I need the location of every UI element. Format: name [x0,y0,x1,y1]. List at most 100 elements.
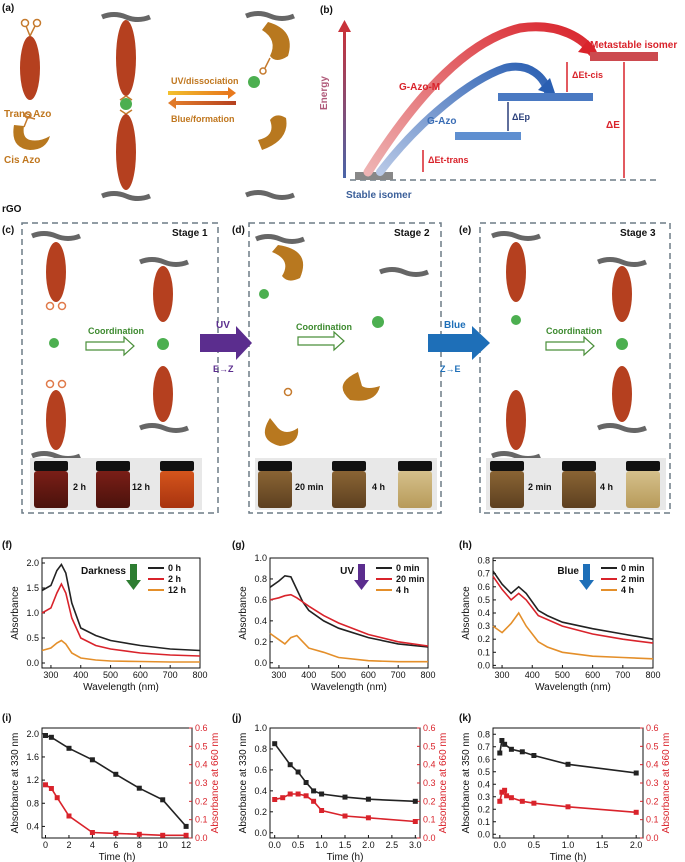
rgo-label: rGO [2,204,22,215]
stage3-coordination-label: Coordination [546,326,602,336]
y2-tick-label-j-3: 0.3 [423,778,436,788]
data-point-k-1-5 [519,798,525,804]
data-point-k-0-7 [633,770,639,776]
de-cis-label: ΔEt-cis [572,70,603,80]
data-point-j-1-4 [303,793,309,799]
y-tick-label-g-1: 0.2 [254,637,267,647]
stage3-vials [486,458,666,510]
y2-tick-label-k-4: 0.4 [646,760,659,770]
y2-tick-label-i-3: 0.3 [195,778,208,788]
stage1-time-1: 2 h [73,482,86,492]
y-axis-label-k: Absorbance at 350 nm [461,733,472,834]
y-tick-label-j-2: 0.4 [254,786,267,796]
y-tick-label-h-4: 0.4 [477,608,490,618]
legend-title-f: Darkness [81,566,126,577]
legend-label-h-2: 4 h [621,585,634,595]
y2-axis-label-k: Absorbance at 660 nm [661,733,672,834]
data-point-j-1-1 [280,795,286,801]
data-point-k-1-8 [633,809,639,815]
stage1-vials [30,458,202,510]
panel-label-f: (f) [2,540,12,551]
data-point-i-1-8 [183,832,189,838]
x-axis-label-h: Wavelength (nm) [535,682,611,693]
y-tick-label-g-5: 1.0 [254,553,267,563]
data-point-i-1-6 [136,831,142,837]
legend-title-g: UV [340,566,354,577]
y-axis-label-j: Absorbance at 330 nm [238,733,249,834]
x-tick-label-j-5: 2.5 [386,840,399,850]
panel-label-i: (i) [2,713,11,724]
red-reaction-path [363,22,597,177]
series-line-f-0 [41,563,201,652]
data-point-k-1-7 [565,804,571,810]
y2-axis-label-j: Absorbance at 660 nm [438,733,449,834]
data-point-i-1-4 [89,830,95,835]
data-point-j-0-8 [412,798,418,804]
y2-tick-label-i-4: 0.4 [195,760,208,770]
x-tick-label-f-4: 700 [163,670,178,680]
y-tick-label-i-2: 1.2 [26,775,39,785]
x-tick-label-i-5: 10 [158,840,168,850]
series-line-k-0 [499,738,637,774]
y-tick-label-i-1: 0.8 [26,798,39,808]
series-line-i-1 [45,784,187,837]
x-tick-label-f-2: 500 [103,670,118,680]
stage1-coordination-label: Coordination [88,326,144,336]
y-tick-label-j-1: 0.2 [254,807,267,817]
uv-dissociation-arrow [168,87,236,99]
y-tick-label-i-0: 0.4 [26,821,39,831]
trans-azo-molecule [20,18,42,100]
x-axis-label-j: Time (h) [327,852,364,862]
y-tick-label-j-0: 0.0 [254,828,267,838]
x-tick-label-g-0: 300 [271,670,286,680]
x-tick-label-g-4: 700 [391,670,406,680]
stage2-time-1: 20 min [295,482,324,492]
y-tick-label-h-1: 0.1 [477,647,490,657]
x-tick-label-h-0: 300 [495,670,510,680]
stage2-box [248,222,442,514]
x-tick-label-i-2: 4 [90,840,95,850]
g-azo-label: G-Azo [427,116,456,127]
x-tick-label-h-4: 700 [615,670,630,680]
data-point-i-1-3 [66,813,72,819]
e-to-z-label: E→Z [213,364,234,374]
data-point-k-1-3 [504,793,510,799]
y-tick-label-f-2: 1.0 [26,608,39,618]
stage3-label: Stage 3 [620,228,656,239]
metastable-level [590,52,658,61]
stage3-time-2: 4 h [600,482,613,492]
data-point-j-0-1 [287,762,293,768]
y2-tick-label-k-1: 0.1 [646,815,659,825]
x-tick-label-k-3: 1.5 [596,840,609,850]
z-to-e-label: Z→E [440,364,461,374]
series-line-i-0 [45,734,187,827]
x-tick-label-f-5: 800 [192,670,207,680]
legend-label-g-0: 0 min [396,563,420,573]
y-tick-label-h-0: 0.0 [477,660,490,670]
x-tick-label-j-2: 1.0 [315,840,328,850]
blue-reaction-path [376,62,552,176]
data-point-i-1-5 [113,830,119,836]
y-tick-label-k-6: 0.6 [477,754,490,764]
y-tick-label-k-7: 0.7 [477,742,490,752]
y2-tick-label-k-0: 0.0 [646,833,659,843]
y-axis-label-f: Absorbance [10,586,21,640]
y2-tick-label-j-2: 0.2 [423,796,436,806]
panel-label-c: (c) [2,225,14,236]
x-tick-label-k-4: 2.0 [630,840,643,850]
data-point-k-0-0 [497,750,503,756]
y2-tick-label-i-2: 0.2 [195,796,208,806]
legend-label-f-1: 2 h [168,574,181,584]
y2-tick-label-j-5: 0.5 [423,741,436,751]
y-tick-label-g-4: 0.8 [254,574,267,584]
data-point-i-0-1 [48,734,54,740]
data-point-k-0-5 [531,753,537,758]
x-tick-label-g-1: 400 [301,670,316,680]
blue-label: Blue [444,320,466,331]
x-tick-label-i-6: 12 [181,840,191,850]
stage3-molecules [491,231,647,461]
legend-label-h-1: 2 min [621,574,645,584]
data-point-k-0-4 [519,749,525,755]
data-point-i-0-3 [89,757,95,763]
